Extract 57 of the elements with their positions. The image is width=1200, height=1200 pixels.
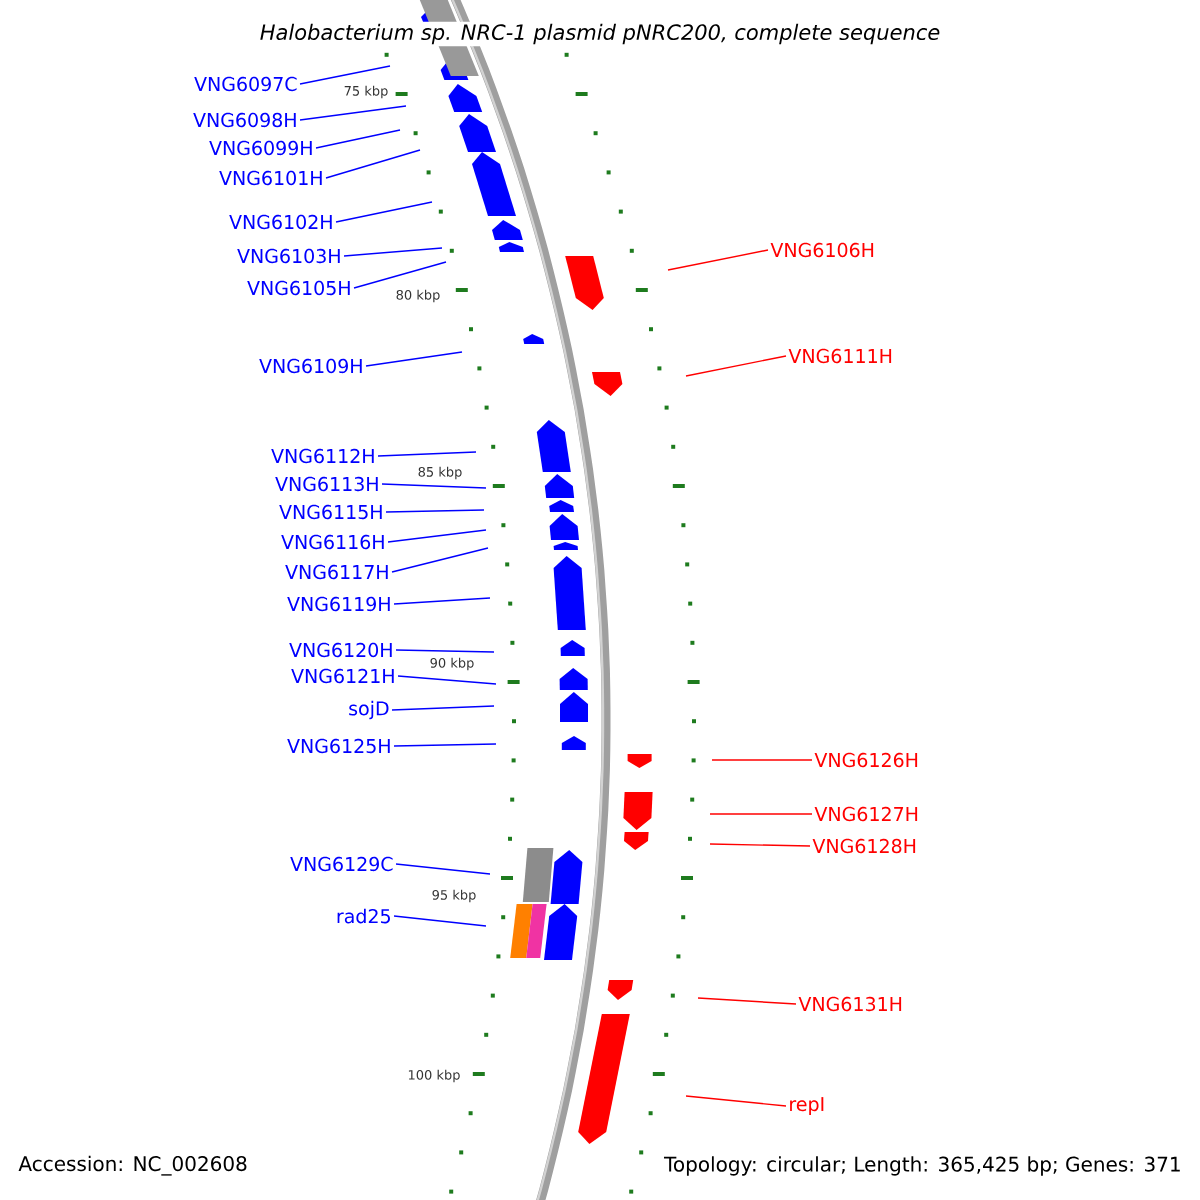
leader-line [709, 843, 811, 847]
gene-label: VNG6105H [247, 280, 350, 296]
gene-label: VNG6121H [291, 668, 394, 684]
gene-label: VNG6099H [209, 140, 312, 156]
gene-label: VNG6129C [290, 856, 393, 872]
gene-label: VNG6103H [237, 248, 340, 264]
gene-label: VNG6113H [275, 476, 378, 492]
leader-line [393, 597, 491, 605]
gene-label: VNG6115H [279, 504, 382, 520]
leader-line [711, 759, 813, 761]
gene-label: VNG6117H [285, 564, 388, 580]
leader-line [667, 249, 769, 271]
gene-label: VNG6109H [259, 358, 362, 374]
leader-line [353, 261, 447, 289]
leader-line [685, 355, 787, 377]
leader-line [387, 529, 487, 543]
gene-label: VNG6106H [770, 242, 874, 258]
leader-line [299, 105, 407, 121]
leader-line [299, 65, 391, 85]
gene-label: VNG6120H [289, 642, 392, 658]
gene-label: VNG6126H [814, 752, 918, 768]
leader-line [393, 743, 497, 747]
gene-label: rad25 [337, 908, 390, 924]
gene-label: VNG6127H [814, 806, 918, 822]
gene-label: VNG6101H [219, 170, 322, 186]
gene-label: VNG6098H [193, 112, 296, 128]
summary-text: Topology: circular; Length: 365,425 bp; Genes: 371 [662, 1154, 1184, 1178]
leader-line [335, 201, 433, 223]
gene-label: VNG6128H [812, 838, 916, 854]
gene-label: VNG6102H [229, 214, 332, 230]
title: Halobacterium sp. NRC-1 plasmid pNRC200, complete sequence [257, 21, 943, 47]
gene-label: sojD [349, 700, 389, 720]
gene-label: VNG6131H [798, 996, 902, 1012]
gene-label: VNG6112H [271, 448, 374, 464]
leader-line [697, 997, 797, 1005]
leader-line [377, 451, 477, 457]
leader-line [325, 149, 421, 179]
leader-line [393, 915, 487, 927]
leader-line [395, 863, 491, 875]
leader-line [385, 509, 485, 513]
gene-label: VNG6125H [287, 738, 390, 754]
leader-line [685, 1095, 787, 1107]
gene-label: VNG6097C [194, 76, 297, 92]
gene-label: repI [790, 1097, 824, 1115]
leader-line [391, 705, 495, 711]
gene-label: VNG6116H [281, 534, 384, 550]
leader-line [397, 675, 497, 685]
leader-line [365, 351, 463, 367]
gene-label: VNG6111H [788, 348, 892, 364]
leader-line [343, 247, 443, 257]
leader-line [709, 813, 813, 815]
leader-line [381, 483, 487, 489]
leader-line [395, 649, 495, 653]
gene-label: VNG6119H [287, 596, 390, 612]
leader-line [391, 547, 489, 573]
leader-line [315, 129, 401, 149]
accession-text: Accession: NC_002608 [16, 1153, 250, 1178]
